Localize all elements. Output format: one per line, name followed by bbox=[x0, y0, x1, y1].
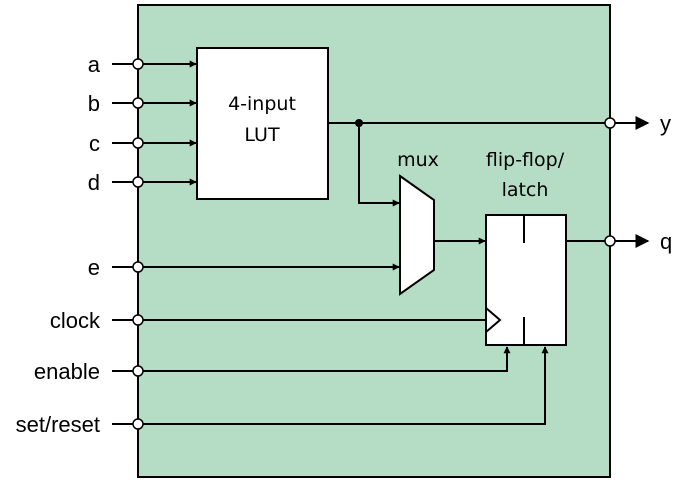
input-label-clock: clock bbox=[50, 308, 101, 333]
input-label-b: b bbox=[88, 91, 100, 116]
mux-label: mux bbox=[397, 149, 439, 171]
pin-enable bbox=[132, 365, 144, 377]
pin-d bbox=[132, 176, 144, 188]
pin-b bbox=[132, 97, 144, 109]
input-label-enable: enable bbox=[34, 359, 100, 384]
output-label-y: y bbox=[660, 111, 671, 136]
pin-clock bbox=[132, 314, 144, 326]
pin-c bbox=[132, 137, 144, 149]
ff-clock-triangle bbox=[485, 307, 502, 333]
wire-set-reset bbox=[112, 346, 549, 425]
pin-set-reset bbox=[132, 418, 144, 430]
pin-y bbox=[604, 117, 616, 129]
wire-lut-to-mux bbox=[358, 123, 400, 207]
ff-label-line1: flip-flop/ bbox=[486, 149, 565, 171]
input-label-set-reset: set/reset bbox=[16, 412, 100, 437]
pin-q bbox=[604, 235, 616, 247]
lut-block bbox=[196, 47, 329, 200]
ff-label-line2: latch bbox=[502, 179, 549, 201]
mux-block bbox=[399, 174, 435, 296]
lut-label-line1: 4-input bbox=[228, 93, 296, 115]
input-label-d: d bbox=[88, 170, 100, 195]
flip-flop-block bbox=[485, 214, 567, 346]
pin-a bbox=[132, 58, 144, 70]
pin-e bbox=[132, 261, 144, 273]
input-label-a: a bbox=[88, 52, 101, 77]
wire-enable bbox=[112, 346, 511, 372]
lut-label-line2: LUT bbox=[244, 124, 280, 146]
input-label-c: c bbox=[89, 131, 100, 156]
input-label-e: e bbox=[88, 255, 100, 280]
output-label-q: q bbox=[660, 229, 672, 254]
